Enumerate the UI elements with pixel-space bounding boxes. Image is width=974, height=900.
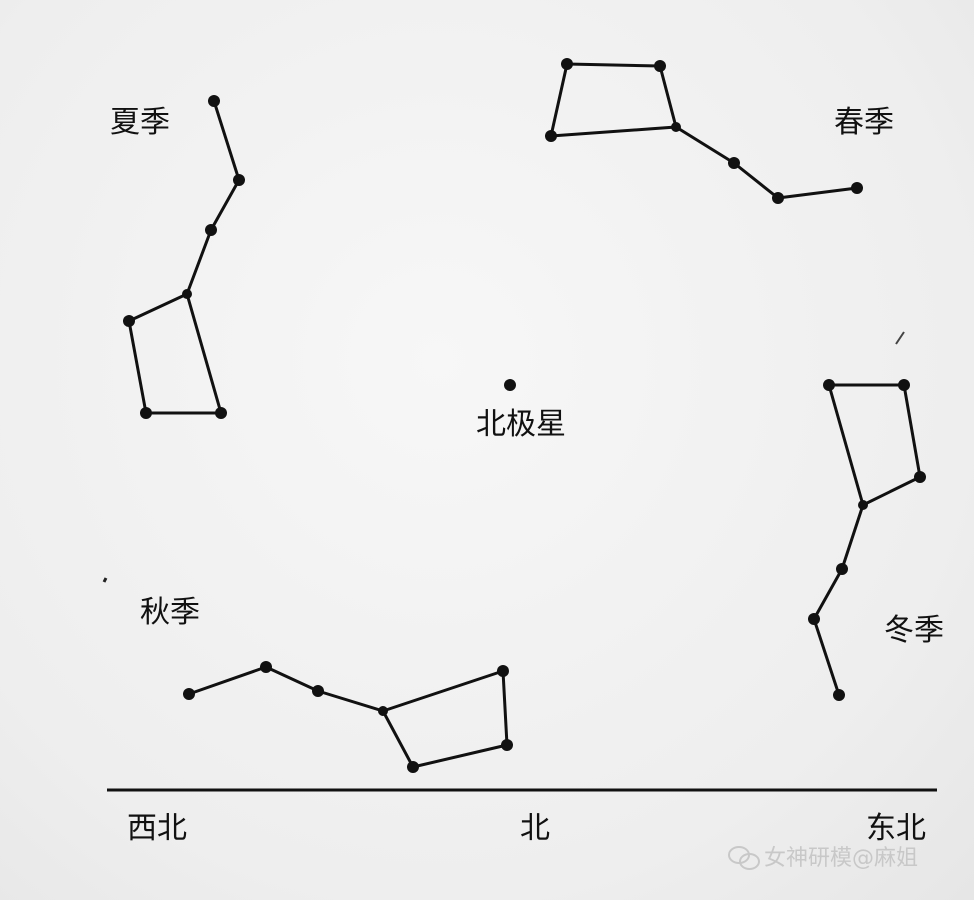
star xyxy=(208,95,220,107)
star xyxy=(898,379,910,391)
star xyxy=(182,289,192,299)
star xyxy=(858,500,868,510)
wechat-icon xyxy=(728,844,760,870)
star xyxy=(728,157,740,169)
star xyxy=(378,706,388,716)
star xyxy=(183,688,195,700)
dipper-lines-spring xyxy=(549,62,858,200)
star xyxy=(497,665,509,677)
star xyxy=(545,130,557,142)
star xyxy=(260,661,272,673)
scan-speck xyxy=(102,577,108,583)
dipper-lines-autumn xyxy=(188,665,509,769)
star xyxy=(823,379,835,391)
scan-speck xyxy=(895,331,905,345)
star xyxy=(140,407,152,419)
dipper-lines-winter xyxy=(812,383,922,696)
label-summer: 夏季 xyxy=(110,105,170,140)
polaris-star xyxy=(504,379,516,391)
big-dipper-summer xyxy=(123,95,245,419)
star xyxy=(123,315,135,327)
star xyxy=(561,58,573,70)
star xyxy=(772,192,784,204)
star xyxy=(501,739,513,751)
label-northeast: 东北 xyxy=(866,811,926,846)
big-dipper-winter xyxy=(808,379,926,701)
big-dipper-spring xyxy=(545,58,863,204)
star xyxy=(407,761,419,773)
label-northwest: 西北 xyxy=(127,811,187,846)
dipper-lines-summer xyxy=(127,100,241,415)
star xyxy=(312,685,324,697)
label-polaris: 北极星 xyxy=(476,407,566,442)
watermark-text: 女神研模@麻姐 xyxy=(764,846,919,871)
star xyxy=(671,122,681,132)
big-dipper-autumn xyxy=(183,661,513,773)
label-north: 北 xyxy=(520,811,550,846)
star xyxy=(205,224,217,236)
label-winter: 冬季 xyxy=(884,613,944,648)
star xyxy=(215,407,227,419)
star xyxy=(833,689,845,701)
star xyxy=(836,563,848,575)
star xyxy=(808,613,820,625)
star xyxy=(654,60,666,72)
watermark: 女神研模@麻姐 xyxy=(728,840,918,872)
label-spring: 春季 xyxy=(834,105,894,140)
label-autumn: 秋季 xyxy=(140,595,200,630)
star xyxy=(233,174,245,186)
star xyxy=(851,182,863,194)
star xyxy=(914,471,926,483)
